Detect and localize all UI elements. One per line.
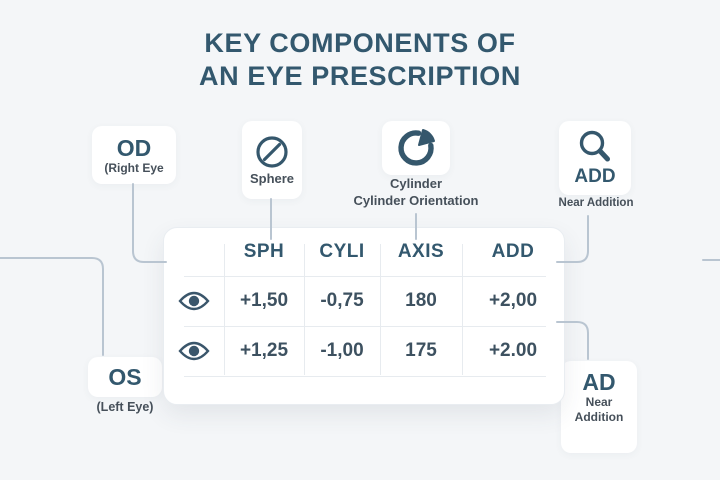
od-abbr: OD <box>116 134 152 161</box>
row1-axis-value: 180 <box>405 290 437 311</box>
callout-cylinder <box>382 121 450 175</box>
ad-desc-line1: Near <box>585 395 613 409</box>
table-row <box>164 326 224 376</box>
callout-os: OS <box>88 357 162 397</box>
os-desc: (Left Eye) <box>96 400 154 414</box>
row1-add-value: +2,00 <box>488 290 538 311</box>
row-divider <box>184 326 546 327</box>
circle-slash-icon <box>253 133 291 171</box>
row2-sph-value: +1,25 <box>239 340 289 361</box>
column-header-axis: AXIS <box>397 241 445 262</box>
callout-ad: AD Near Addition <box>561 361 637 453</box>
ad-abbr: AD <box>582 369 616 395</box>
table-row <box>164 276 224 326</box>
callout-od: OD (Right Eye <box>92 126 176 184</box>
add-abbr: ADD <box>574 166 616 187</box>
prescription-table-grid: SPH CYLI AXIS ADD +1,50 -0,75 180 +2,00 <box>164 228 564 376</box>
callout-add: ADD <box>559 121 631 195</box>
prescription-table: SPH CYLI AXIS ADD +1,50 -0,75 180 +2,00 <box>163 227 565 405</box>
row1-sph-value: +1,50 <box>239 290 289 311</box>
row1-cyl-value: -0,75 <box>320 290 364 311</box>
page-title-line2: AN EYE PRESCRIPTION <box>199 61 521 91</box>
row2-axis-value: 175 <box>405 340 437 361</box>
row2-add-value: +2.00 <box>488 340 538 361</box>
eye-icon <box>177 340 211 362</box>
row-divider <box>184 376 546 377</box>
column-divider <box>462 244 463 375</box>
od-desc: (Right Eye <box>104 160 164 175</box>
row2-cyl-value: -1,00 <box>320 340 364 361</box>
page-title-line1: KEY COMPONENTS OF <box>204 28 516 58</box>
ad-desc-line2: Addition <box>574 410 624 424</box>
cylinder-label: Cylinder <box>389 176 442 191</box>
magnifier-icon <box>575 128 615 166</box>
table-corner-cell <box>164 228 224 276</box>
sphere-label: Sphere <box>249 171 295 186</box>
column-header-cyli: CYLI <box>319 241 365 262</box>
pie-chart-icon <box>394 126 438 170</box>
callout-sphere: Sphere <box>242 121 302 199</box>
connector-os-to-left-edge <box>0 257 104 356</box>
column-divider <box>380 244 381 375</box>
row-divider <box>184 276 546 277</box>
eye-icon <box>177 290 211 312</box>
column-divider <box>224 244 225 375</box>
column-divider <box>304 244 305 375</box>
os-abbr: OS <box>108 364 142 390</box>
add-sublabel: Near Addition <box>558 197 634 209</box>
column-header-sph: SPH <box>243 241 285 262</box>
connector-od-to-table <box>132 183 167 263</box>
column-header-add: ADD <box>491 241 535 262</box>
page-title: KEY COMPONENTS OF AN EYE PRESCRIPTION <box>0 27 720 93</box>
cylinder-sublabel: Cylinder Orientation <box>353 193 479 208</box>
